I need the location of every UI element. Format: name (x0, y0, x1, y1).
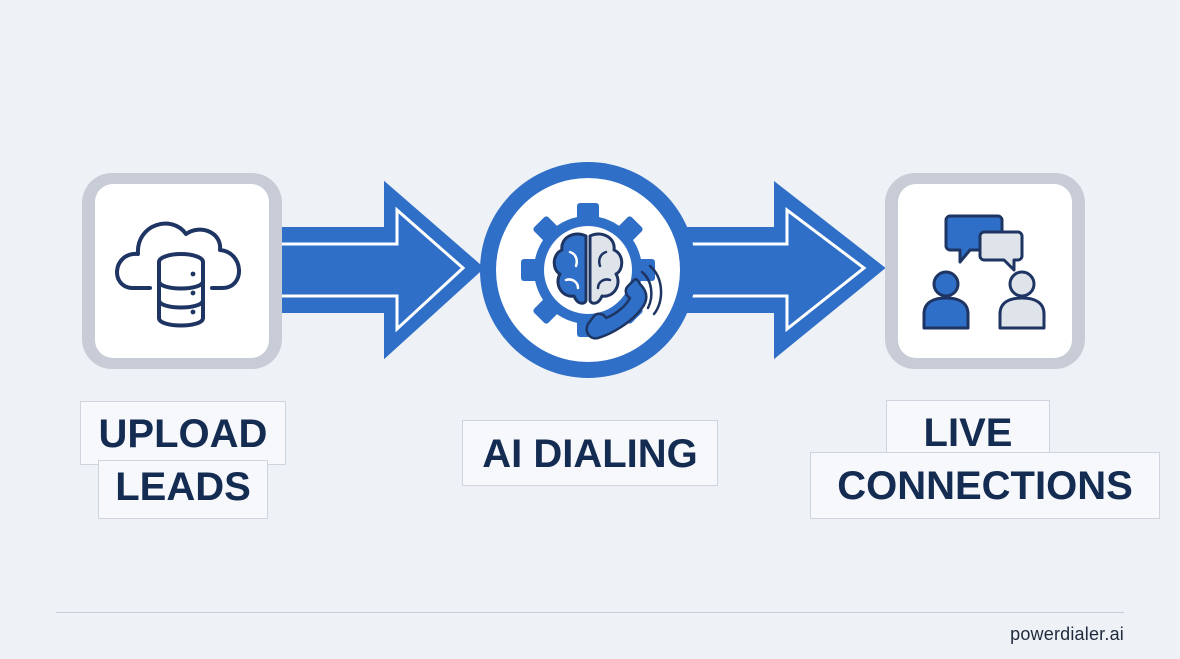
right-arrow-icon (678, 180, 886, 360)
right-arrow-icon (260, 180, 485, 360)
footer-divider (56, 612, 1124, 613)
brand-text: powerdialer.ai (1010, 624, 1124, 644)
chat-people-icon (922, 214, 1046, 330)
brain-gear-phone-icon (521, 203, 663, 340)
cloud-database-icon (115, 221, 241, 328)
step-label-upload-leads-line-2: LEADS (98, 460, 268, 519)
step-label-live-connections-line-2: CONNECTIONS (810, 452, 1160, 519)
step-card-upload-leads (82, 173, 282, 369)
step-card-ai-dialing (480, 162, 696, 378)
step-label-ai-dialing: AI DIALING (462, 420, 718, 486)
step-label-upload-leads-line-1: UPLOAD (80, 401, 286, 465)
step-card-live-connections (885, 173, 1085, 369)
